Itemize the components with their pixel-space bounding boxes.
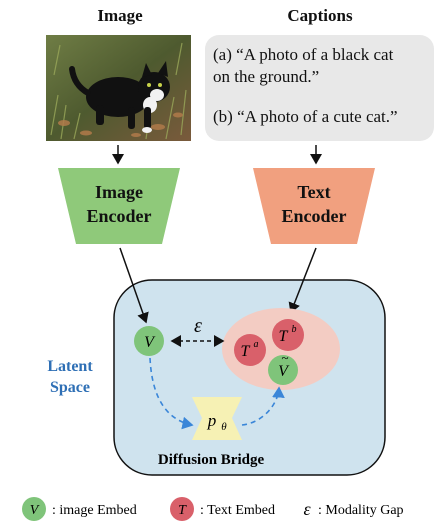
vtilde-node-label: V (278, 363, 290, 380)
v-node (134, 326, 164, 356)
legend-v-circle (22, 497, 46, 521)
ta-node-sup: a (254, 339, 259, 350)
text-encoder-label: Text Encoder (263, 180, 365, 228)
captions-box: (a) “A photo of a black cat on the groun… (205, 35, 434, 141)
p-theta-label: p (207, 411, 217, 430)
image-encoder-label: Image Encoder (68, 180, 170, 228)
caption-a-line2: on the ground.” (213, 67, 320, 86)
legend-e-text: : Modality Gap (318, 503, 404, 518)
image-encoder-shape (58, 168, 180, 244)
diffusion-bridge-shape (192, 397, 242, 440)
vtilde-node (268, 355, 298, 385)
captions-header: Captions (287, 6, 353, 25)
ta-node (234, 334, 266, 366)
legend-t-symbol: T (178, 503, 187, 518)
legend-e-symbol: ε (303, 499, 311, 519)
tb-node-label: T (279, 328, 289, 345)
image-encoder-to-v-arrow (119, 247, 149, 324)
latent-label-line1: Latent (47, 358, 93, 375)
latent-label-line2: Space (50, 379, 90, 396)
legend-v-text: : image Embed (52, 503, 137, 518)
image-encoder-line2: Encoder (86, 206, 152, 226)
tb-node-sup: b (292, 324, 297, 335)
caption-a-line1: (a) “A photo of a black cat (213, 45, 394, 64)
v-to-bridge-path (149, 357, 194, 430)
text-encoder-to-t-arrow (288, 247, 317, 314)
diffusion-bridge-label: Diffusion Bridge (158, 452, 265, 468)
epsilon-label: ε (194, 315, 202, 337)
text-encoder-line1: Text (297, 182, 331, 202)
tb-node (272, 319, 304, 351)
bridge-to-vtilde-path (241, 386, 285, 426)
text-encoder-line2: Encoder (281, 206, 347, 226)
legend-t-text: : Text Embed (200, 503, 275, 518)
legend-t-circle (170, 497, 194, 521)
v-node-label: V (144, 334, 156, 351)
image-header: Image (97, 6, 143, 25)
ta-node-label: T (241, 343, 251, 360)
legend-v-symbol: V (30, 503, 40, 518)
cat-photo (46, 35, 191, 141)
caption-b: (b) “A photo of a cute cat.” (213, 107, 398, 126)
image-encoder-line1: Image (95, 182, 143, 202)
vtilde-node-tilde: ~ (281, 350, 288, 365)
p-theta-sub: θ (221, 421, 227, 433)
text-encoder-shape (253, 168, 375, 244)
